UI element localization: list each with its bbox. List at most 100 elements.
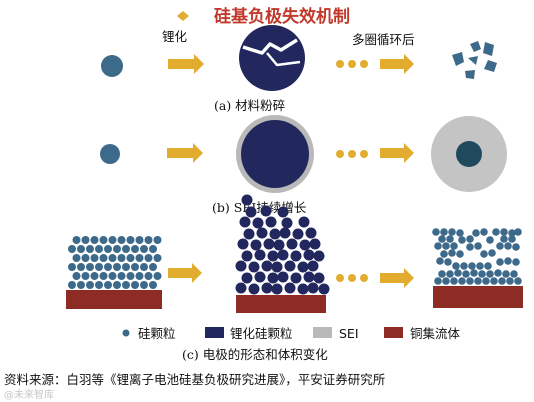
caption-a: (a) 材料粉碎 bbox=[214, 98, 285, 113]
silicon-particle bbox=[72, 236, 81, 244]
copper-current-collector bbox=[66, 290, 162, 309]
silicon-particle bbox=[450, 242, 458, 250]
lithiated-particle bbox=[313, 250, 325, 262]
lithiated-particle bbox=[260, 205, 272, 217]
silicon-particle bbox=[126, 272, 135, 280]
silicon-particle bbox=[153, 272, 162, 280]
silicon-particle bbox=[149, 245, 157, 253]
silicon-particle bbox=[474, 242, 482, 250]
crack-line bbox=[242, 38, 298, 55]
lithiated-particle bbox=[241, 250, 253, 262]
shrunk-particle-core bbox=[456, 141, 482, 167]
legend: 硅颗粒 锂化硅颗粒 SEI 铜集流体 bbox=[122, 326, 461, 341]
silicon-particle bbox=[470, 269, 478, 277]
lithiated-particle bbox=[318, 283, 330, 295]
silicon-particle bbox=[508, 229, 516, 237]
lithiated-particle bbox=[303, 271, 315, 283]
silicon-particle bbox=[498, 277, 506, 285]
lithiated-particle bbox=[241, 272, 253, 284]
silicon-particle bbox=[122, 263, 130, 271]
silicon-particle bbox=[108, 272, 117, 280]
lithiated-particle bbox=[309, 238, 321, 250]
silicon-particle bbox=[436, 257, 444, 265]
legend-lithiated-label: 锂化硅颗粒 bbox=[230, 326, 293, 341]
silicon-particle bbox=[514, 277, 522, 285]
copper-current-collector bbox=[236, 295, 326, 313]
silicon-particle bbox=[496, 258, 504, 266]
silicon-particle bbox=[113, 245, 121, 253]
lithiated-particle bbox=[299, 239, 311, 251]
pulverized-fragments bbox=[452, 41, 497, 79]
silicon-particle bbox=[486, 270, 494, 278]
silicon-particle bbox=[508, 235, 516, 243]
lithiated-particle-layer bbox=[235, 194, 330, 295]
lithiated-particle bbox=[261, 260, 273, 272]
silicon-particle bbox=[95, 281, 103, 289]
row-c-electrode-change bbox=[66, 194, 523, 313]
lithiated-particle bbox=[298, 216, 310, 228]
silicon-particle bbox=[99, 254, 108, 262]
silicon-particle bbox=[438, 270, 446, 278]
silicon-particle bbox=[140, 281, 148, 289]
silicon-particle bbox=[476, 262, 484, 270]
silicon-particle bbox=[131, 281, 139, 289]
silicon-particle bbox=[140, 245, 148, 253]
lithiated-particle bbox=[277, 271, 289, 283]
legend-silicon-label: 硅颗粒 bbox=[138, 326, 176, 341]
silicon-particle bbox=[68, 245, 76, 253]
cycle-arrow-a bbox=[380, 54, 414, 74]
silicon-particle bbox=[122, 281, 130, 289]
copper-current-collector bbox=[433, 286, 523, 308]
silicon-particle bbox=[68, 263, 76, 271]
crack-line bbox=[266, 52, 301, 67]
lithiated-particle bbox=[305, 227, 317, 239]
lithiated-particle bbox=[241, 120, 309, 188]
lithiated-particle bbox=[250, 239, 262, 251]
caption-c: (c) 电极的形态和体积变化 bbox=[182, 347, 328, 362]
ellipsis-dot bbox=[360, 274, 368, 282]
lithiated-particle bbox=[313, 272, 325, 284]
lithiated-particle bbox=[286, 238, 298, 250]
silicon-particle bbox=[135, 254, 144, 262]
lithiated-particle bbox=[256, 227, 268, 239]
silicon-particle bbox=[440, 250, 448, 258]
silicon-particle bbox=[140, 263, 148, 271]
silicon-particle bbox=[500, 235, 508, 243]
silicon-particle bbox=[468, 262, 476, 270]
silicon-particle bbox=[466, 235, 474, 243]
silicon-particle bbox=[466, 277, 474, 285]
silicon-particle bbox=[117, 254, 126, 262]
silicon-particle bbox=[434, 277, 442, 285]
silicon-particle bbox=[153, 254, 162, 262]
silicon-particle bbox=[490, 277, 498, 285]
silicon-particle bbox=[514, 228, 522, 236]
ellipsis-dot bbox=[360, 60, 368, 68]
silicon-particle bbox=[482, 277, 490, 285]
lithiated-particle bbox=[277, 249, 289, 261]
silicon-particle bbox=[131, 245, 139, 253]
source-note: 资料来源：白羽等《锂离子电池硅基负极研究进展》，平安证券研究所 bbox=[4, 372, 385, 387]
silicon-particle bbox=[99, 272, 108, 280]
silicon-particle bbox=[95, 263, 103, 271]
silicon-particle bbox=[504, 242, 512, 250]
lithiated-particle bbox=[271, 261, 283, 273]
silicon-particle bbox=[500, 228, 508, 236]
silicon-particle bbox=[456, 250, 464, 258]
silicon-particle bbox=[149, 281, 157, 289]
watermark: @未来智库 bbox=[4, 388, 54, 401]
row-a-pulverization: 锂化 多圈循环后 (a) 材料粉碎 bbox=[101, 25, 497, 113]
silicon-particle bbox=[126, 254, 135, 262]
silicon-particle bbox=[144, 236, 153, 244]
silicon-particle bbox=[456, 229, 464, 237]
silicon-particle bbox=[486, 236, 494, 244]
silicon-particle bbox=[81, 254, 90, 262]
silicon-particle bbox=[504, 257, 512, 265]
silicon-particle bbox=[444, 258, 452, 266]
lithiated-particle bbox=[292, 228, 304, 240]
lithiated-particle bbox=[267, 272, 279, 284]
silicon-particle bbox=[126, 236, 135, 244]
lithiated-particle bbox=[235, 282, 247, 294]
silicon-particle bbox=[90, 254, 99, 262]
silicon-particle bbox=[448, 228, 456, 236]
silicon-particle bbox=[149, 263, 157, 271]
